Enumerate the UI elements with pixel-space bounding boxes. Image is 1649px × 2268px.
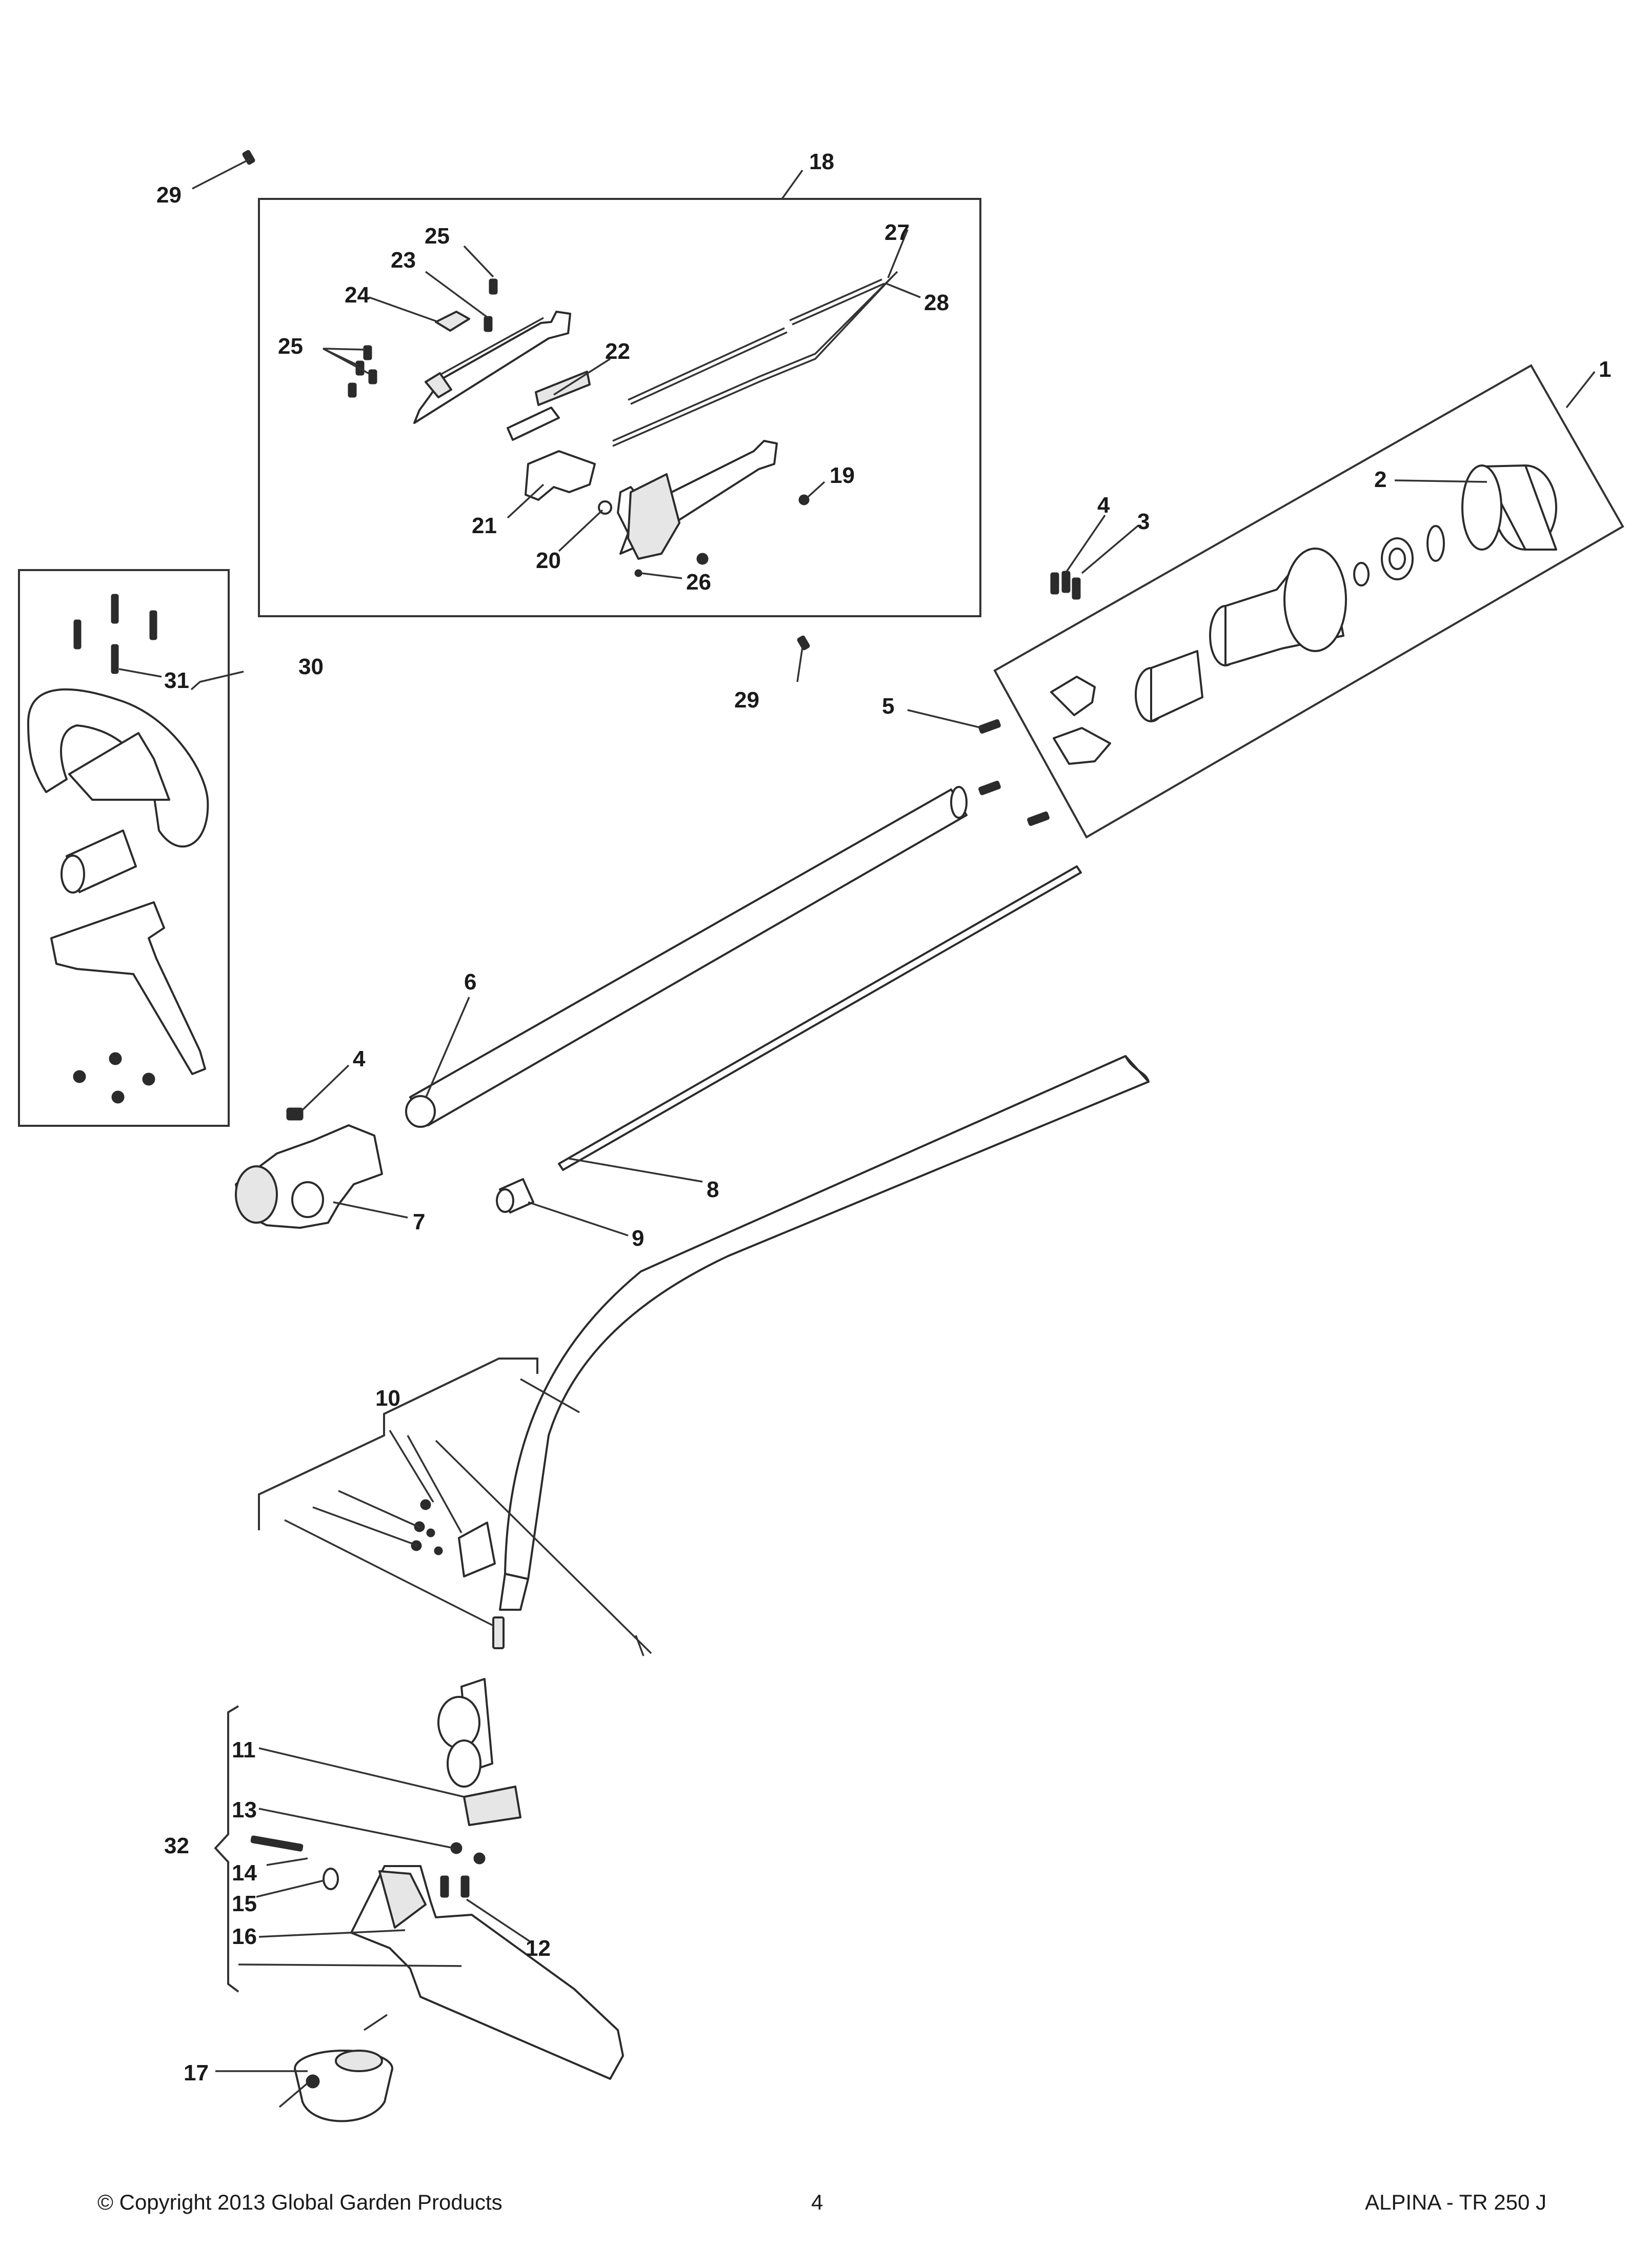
- callout-10: 10: [375, 1386, 400, 1411]
- callout-29-top: 29: [156, 183, 182, 208]
- callout-29-mid: 29: [734, 687, 759, 713]
- callout-30: 30: [298, 654, 324, 679]
- callout-26: 26: [686, 570, 711, 595]
- callout-13: 13: [232, 1797, 257, 1822]
- guard-assembly: [250, 1786, 624, 2122]
- callout-5: 5: [882, 694, 894, 719]
- callout-25-left: 25: [278, 334, 303, 359]
- callout-12: 12: [526, 1936, 551, 1961]
- callout-28: 28: [924, 290, 949, 315]
- bracket-assembly-32: [214, 1705, 239, 1993]
- clutch-housing-assembly: [1050, 464, 1557, 765]
- callout-19: 19: [830, 463, 855, 488]
- callout-24: 24: [345, 282, 370, 308]
- callout-20: 20: [536, 548, 561, 573]
- callout-15: 15: [232, 1891, 257, 1916]
- frame-assembly-10: [258, 1358, 538, 1530]
- callout-23: 23: [391, 248, 416, 273]
- callout-17: 17: [184, 2060, 209, 2085]
- screw-29-parts: [242, 150, 810, 651]
- frame-assembly-18: [258, 198, 981, 617]
- callout-4-left: 4: [353, 1046, 366, 1071]
- callout-31: 31: [164, 668, 189, 693]
- callout-22: 22: [605, 339, 630, 364]
- frame-assembly-1: [993, 364, 1624, 839]
- callout-3: 3: [1137, 509, 1150, 534]
- callout-1: 1: [1599, 357, 1611, 382]
- callout-21: 21: [472, 513, 497, 538]
- callout-25-top: 25: [425, 224, 450, 249]
- callout-16: 16: [232, 1924, 257, 1949]
- callout-8: 8: [707, 1177, 719, 1202]
- callout-4-top: 4: [1097, 493, 1110, 518]
- shaft-parts: [235, 719, 1150, 1788]
- callout-27: 27: [884, 220, 910, 245]
- callout-14: 14: [232, 1860, 257, 1886]
- callout-11: 11: [232, 1737, 256, 1763]
- leader-lines: [118, 158, 1596, 2108]
- callout-7: 7: [413, 1209, 425, 1234]
- throttle-handle-assembly: [348, 271, 898, 577]
- callout-9: 9: [632, 1226, 644, 1251]
- callout-2: 2: [1374, 467, 1386, 492]
- frame-assembly-30: [18, 569, 230, 1127]
- callout-6: 6: [464, 969, 476, 995]
- callout-18: 18: [809, 149, 834, 174]
- loop-handle-assembly: [27, 594, 209, 1104]
- callout-labels: 1 2 3 4 4 5 6 7 8 9 10 11 12 13 14 15 16…: [156, 149, 1611, 2085]
- callout-32: 32: [164, 1833, 189, 1858]
